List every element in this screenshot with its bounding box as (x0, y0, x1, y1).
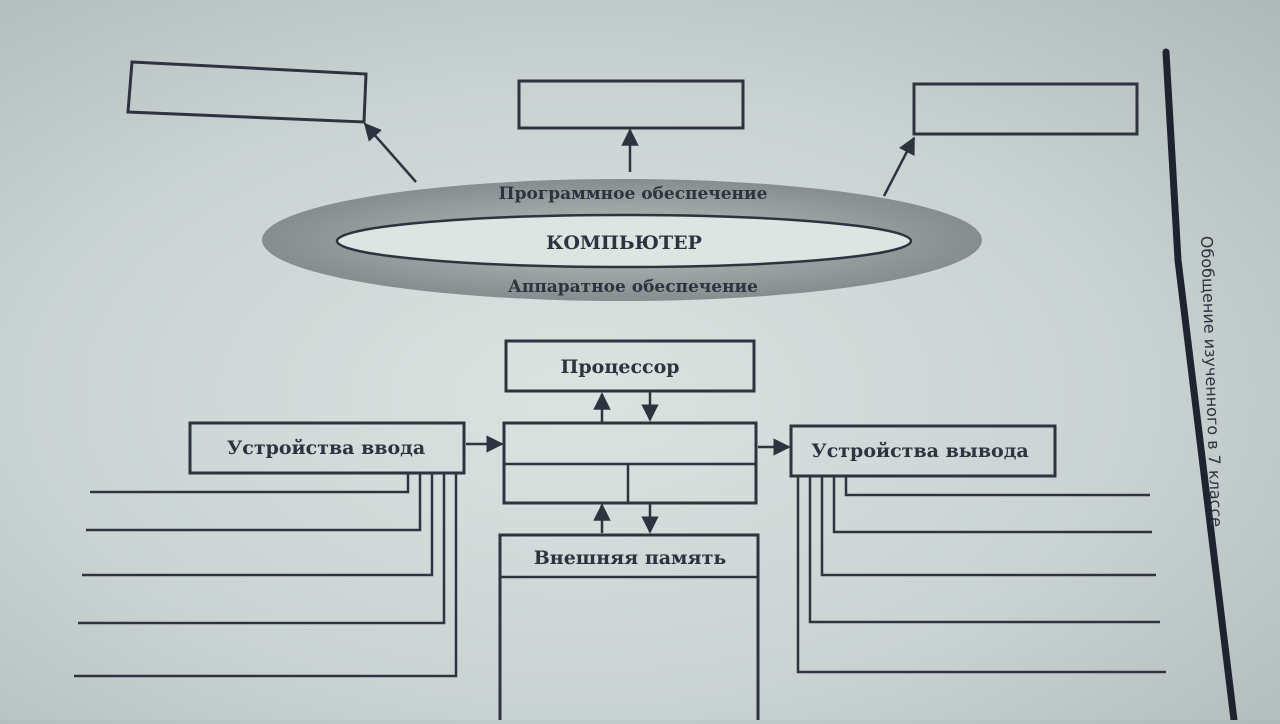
input-device-answer-line[interactable] (90, 474, 410, 494)
arrow-to-right-box (882, 136, 916, 197)
input-devices-box (188, 421, 466, 475)
output-devices-label: Устройства вывода (811, 440, 1028, 462)
software-answer-box-right[interactable] (912, 82, 1139, 136)
computer-ellipse-inner (335, 213, 913, 269)
margin-rule (1162, 48, 1238, 724)
output-device-answer-line[interactable] (832, 477, 1152, 534)
output-device-answer-line[interactable] (796, 477, 1166, 674)
external-memory-label: Внешняя память (534, 547, 727, 569)
output-device-answer-line[interactable] (820, 477, 1156, 577)
external-memory-box (498, 533, 760, 724)
input-device-answer-line[interactable] (82, 474, 434, 577)
hardware-label: Аппаратное обеспечение (508, 277, 758, 297)
input-devices-label: Устройства ввода (227, 437, 425, 459)
arrow-to-left-box (363, 122, 417, 183)
output-device-answer-lines (796, 477, 1166, 674)
processor-box (504, 339, 756, 393)
output-device-answer-line[interactable] (844, 477, 1150, 497)
input-device-answer-line[interactable] (86, 474, 422, 532)
software-label: Программное обеспечение (499, 184, 768, 204)
processor-label: Процессор (560, 356, 679, 378)
software-answer-box-center[interactable] (517, 79, 745, 130)
internal-memory-block[interactable] (502, 421, 758, 505)
output-devices-box (789, 424, 1057, 478)
side-caption: Обобщение изученного в 7 классе (1197, 235, 1226, 527)
output-device-answer-line[interactable] (808, 477, 1160, 624)
input-device-answer-line[interactable] (74, 474, 458, 678)
input-device-answer-line[interactable] (78, 474, 446, 625)
software-answer-box-left[interactable] (126, 60, 368, 124)
computer-label: КОМПЬЮТЕР (546, 232, 702, 254)
input-device-answer-lines (74, 474, 458, 678)
